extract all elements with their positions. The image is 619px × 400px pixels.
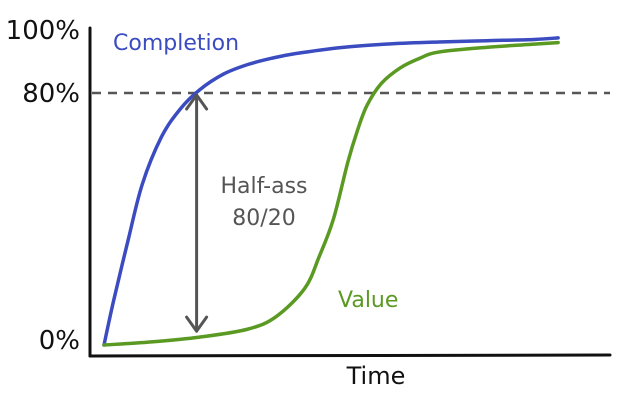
annotation-group: Half-ass 80/20 — [185, 93, 308, 333]
x-axis — [88, 353, 612, 358]
axes — [88, 26, 612, 358]
annotation-text-line: 80/20 — [232, 206, 295, 231]
x-axis-label: Time — [346, 362, 406, 390]
y-tick-label: 100% — [6, 16, 80, 46]
series-line-completion — [102, 36, 560, 347]
annotation-arrow-head-bottom — [185, 315, 209, 333]
series-group — [102, 36, 560, 347]
series-label-completion: Completion — [113, 31, 239, 56]
y-tick-label: 0% — [39, 326, 80, 356]
y-tick-label: 80% — [22, 79, 80, 109]
series-label-value: Value — [338, 288, 398, 313]
annotation-arrow-head-top — [185, 93, 209, 111]
series-line-value — [102, 40, 560, 347]
annotation-text-line: Half-ass — [220, 174, 307, 199]
